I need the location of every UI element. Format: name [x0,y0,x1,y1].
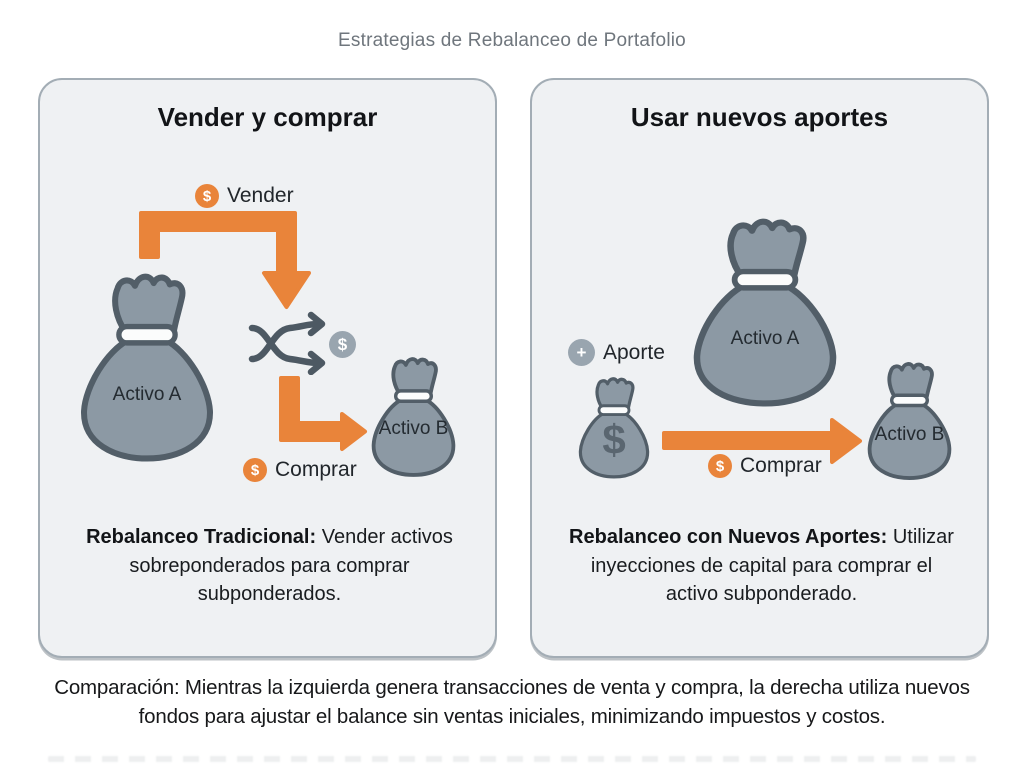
panel-title: Usar nuevos aportes [630,102,889,132]
comparison-text: Comparación: Mientras la izquierda gener… [54,676,970,728]
exchange-icon [248,311,326,375]
plus-icon: + [568,339,595,366]
money-bag-asset-b [867,362,952,480]
asset-b-label: Activo B [378,418,449,439]
exchange-dollar-badge: $ [329,331,356,358]
buy-label: Comprar [740,454,822,477]
panel-sell-and-buy: Vender y comprar $ Vender $ Activo A [38,78,497,658]
panel-caption: Rebalanceo Tradicional: Vender activos s… [80,523,459,609]
panel-title: Vender y comprar [157,102,378,132]
caption-body: Utilizar inyecciones de capital para com… [590,526,954,605]
money-bag-asset-a [684,209,846,413]
caption-lead: Rebalanceo con Nuevos Aportes: [569,526,888,548]
buy-badge: $ Comprar [708,454,822,478]
sell-badge: $ Vender [195,184,294,208]
page-title: Estrategias de Rebalanceo de Portafolio [338,30,686,51]
dollar-icon: $ [708,454,732,478]
dollar-icon: $ [195,184,219,208]
buy-arrow [279,376,367,451]
asset-b-label: Activo B [874,424,945,445]
money-bag-asset-b [371,357,456,477]
asset-a-label: Activo A [112,384,182,405]
panel-new-contributions: Usar nuevos aportes Activo A + Aporte $ … [530,78,989,658]
buy-badge: $ Comprar [243,458,357,482]
sell-label: Vender [227,184,294,207]
cash-dollar-symbol: $ [602,416,626,463]
buy-label: Comprar [275,458,357,481]
dollar-icon: $ [243,458,267,482]
asset-a-label: Activo A [730,328,800,349]
caption-lead: Rebalanceo Tradicional: [86,526,317,548]
money-bag-asset-a [72,264,222,468]
caption-body: Vender activos sobreponderados para comp… [129,526,453,605]
dollar-icon: $ [337,335,348,354]
contribution-badge: + Aporte [568,339,665,366]
cutoff-text-strip [48,756,976,762]
panel-caption: Rebalanceo con Nuevos Aportes: Utilizar … [562,523,961,609]
contribution-label: Aporte [603,340,665,364]
